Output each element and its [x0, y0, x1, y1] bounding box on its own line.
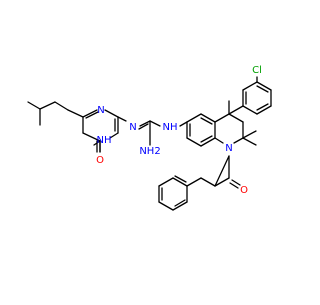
bond — [149, 120, 161, 127]
bond — [186, 113, 202, 123]
bond — [27, 101, 41, 110]
background — [0, 0, 300, 300]
bond — [200, 135, 213, 143]
amine-nh-label: NH — [163, 122, 178, 133]
bond — [179, 121, 188, 127]
molecule-structure-svg: N N NH NH2 NH N O O Cl — [0, 0, 300, 300]
bond — [228, 113, 244, 123]
imine-nh2-label: NH2 — [139, 146, 160, 157]
bond — [82, 132, 101, 142]
bond — [186, 177, 202, 187]
bond — [138, 123, 149, 130]
bond — [158, 177, 174, 187]
ring-n-top-label: N — [97, 105, 104, 116]
bond — [233, 137, 244, 144]
bonds — [27, 76, 272, 211]
pyrimidinone-o-label: O — [96, 155, 104, 166]
bond — [228, 105, 244, 115]
bond — [54, 101, 69, 111]
bond — [242, 105, 258, 115]
bond — [186, 137, 202, 147]
bond — [82, 109, 98, 118]
bond — [172, 177, 188, 187]
bond — [256, 103, 269, 111]
bond — [242, 130, 257, 139]
bond — [214, 155, 230, 187]
bond — [104, 109, 119, 118]
bond — [39, 101, 56, 110]
bond — [214, 177, 230, 187]
bond — [242, 137, 257, 146]
molecule-canvas: N N NH NH2 NH N O O Cl — [0, 0, 300, 300]
bond — [200, 177, 216, 187]
benzoyl-o-label: O — [240, 185, 248, 196]
bond — [256, 81, 272, 91]
bond — [214, 113, 230, 123]
bond — [256, 85, 269, 93]
bond — [172, 201, 188, 211]
bond — [200, 113, 216, 123]
bond — [214, 137, 224, 144]
atom-labels: N N NH NH2 NH N O O Cl — [96, 65, 262, 196]
bond — [117, 116, 127, 122]
bond — [67, 109, 84, 118]
bond — [229, 182, 239, 189]
imine-n-label: N — [129, 122, 136, 133]
bond — [231, 179, 241, 186]
bond — [174, 199, 186, 207]
bond — [158, 201, 174, 211]
pyrimidine-nh-label: NH — [97, 135, 112, 146]
bond — [200, 117, 213, 125]
bond — [139, 120, 151, 127]
quinoline-n-label: N — [225, 143, 232, 154]
bond — [200, 137, 216, 147]
bond — [242, 81, 258, 91]
chlorine-label: Cl — [252, 65, 262, 76]
bond — [174, 175, 187, 183]
bond — [256, 105, 272, 115]
bond — [85, 111, 99, 119]
bond — [109, 132, 119, 139]
